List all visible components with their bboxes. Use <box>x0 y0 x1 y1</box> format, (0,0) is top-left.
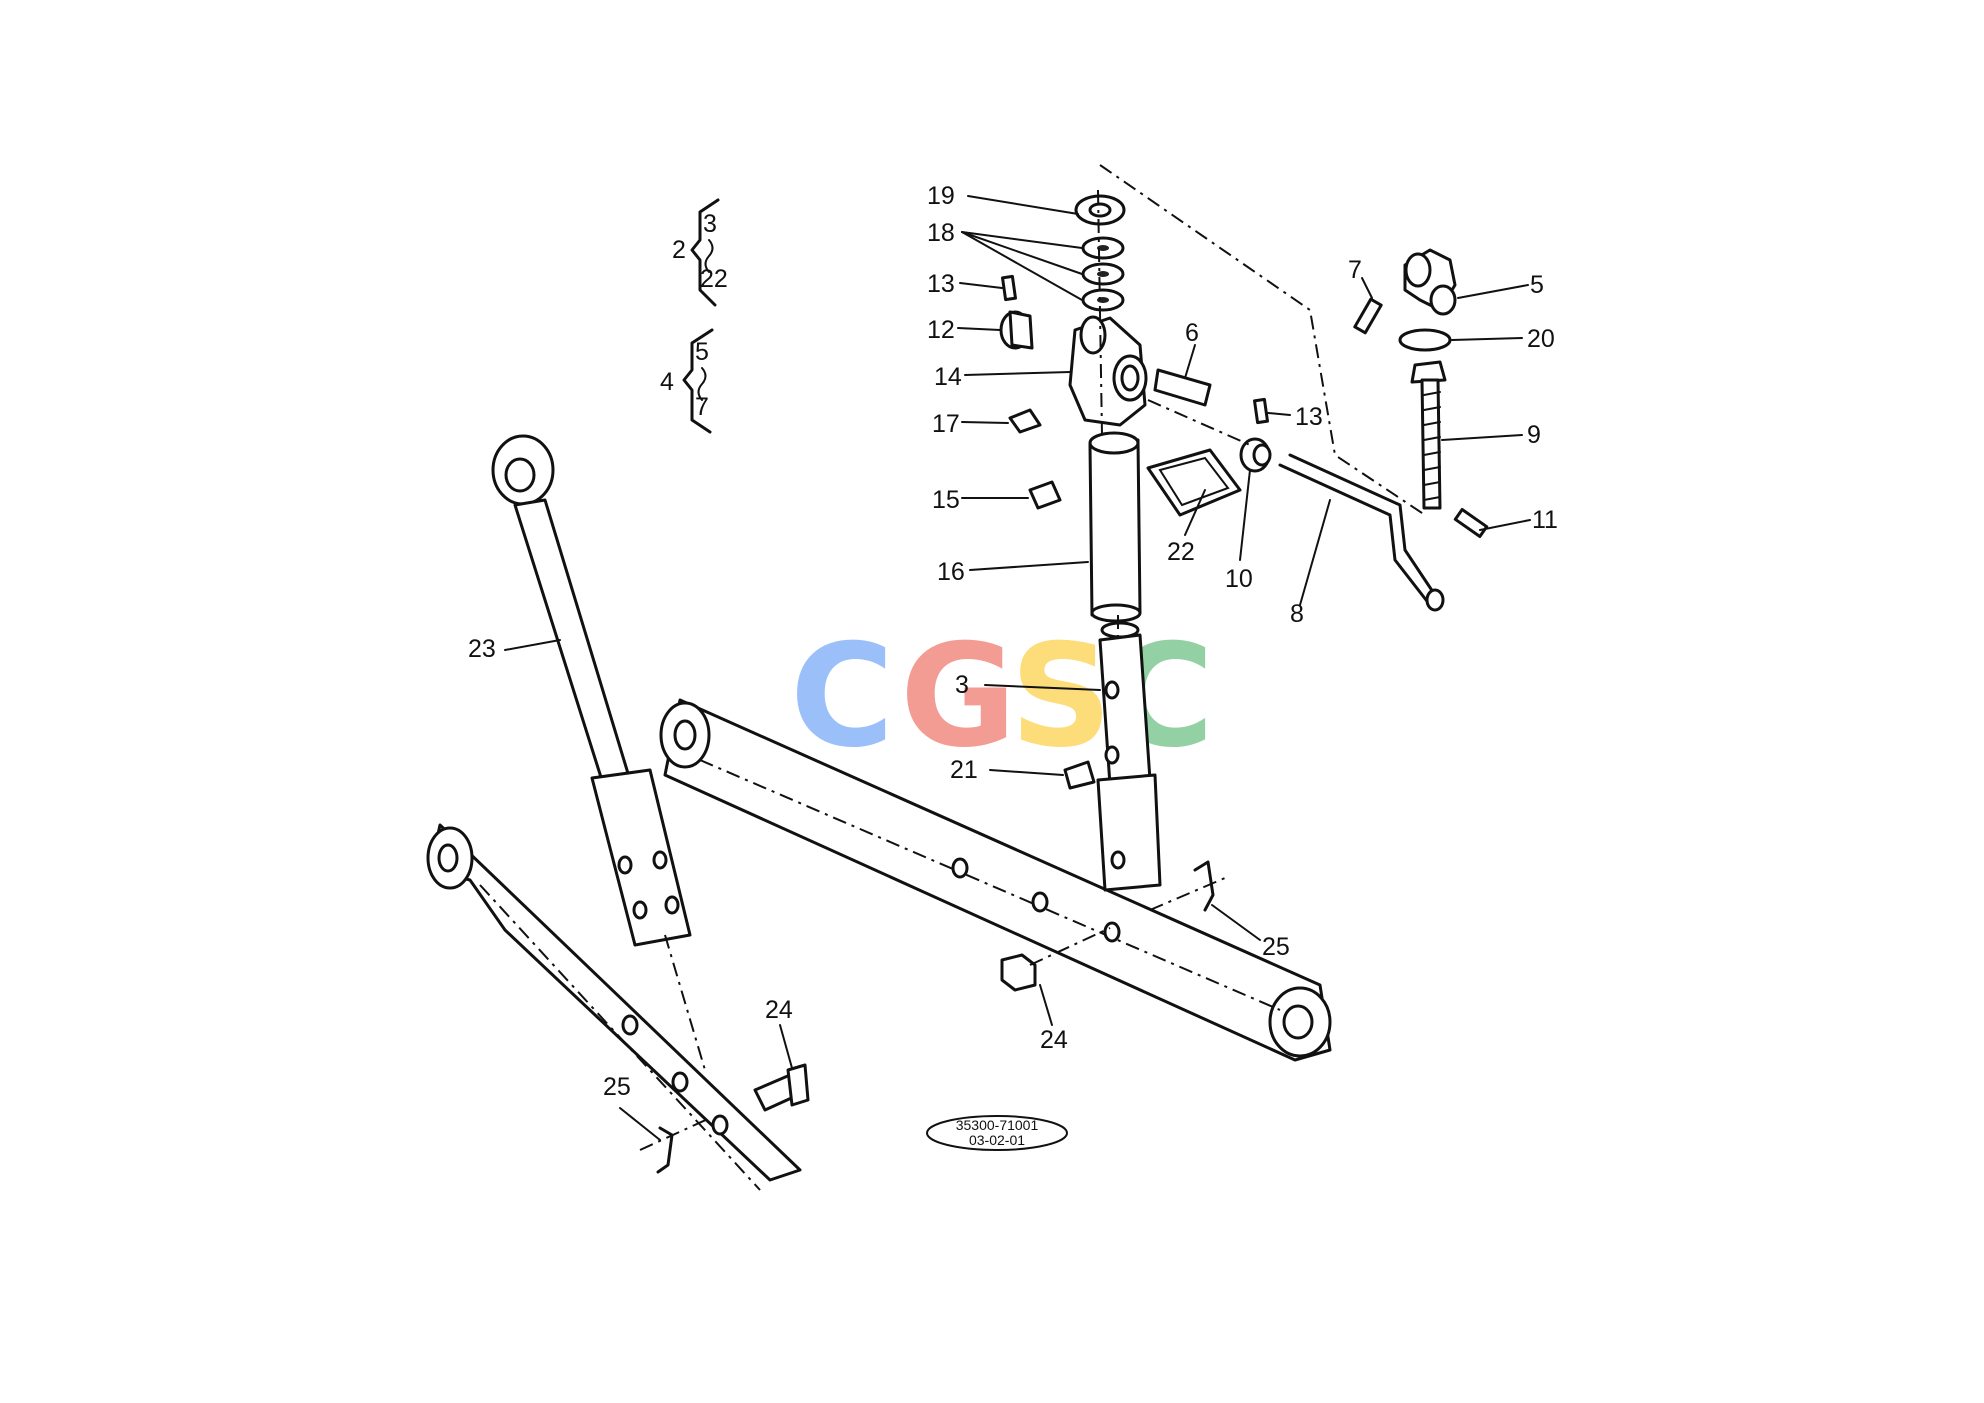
callout-6: 6 <box>1185 319 1199 347</box>
lever-assembly <box>1353 248 1489 539</box>
watermark: C G S C <box>790 614 1214 779</box>
assembly-2-from: 3 <box>703 210 717 238</box>
check-link-23 <box>491 434 706 1071</box>
callout-13-upper: 13 <box>927 270 955 298</box>
watermark-letter-2: G <box>900 614 1017 779</box>
callout-24-left: 24 <box>765 996 793 1024</box>
callout-15: 15 <box>932 486 960 514</box>
callout-14: 14 <box>934 363 962 391</box>
leader-lines <box>504 195 1531 1141</box>
callout-25-left: 25 <box>603 1073 631 1101</box>
callout-10: 10 <box>1225 565 1253 593</box>
callout-17: 17 <box>932 410 960 438</box>
callout-labels: 19 18 13 12 14 17 15 16 6 22 10 13 8 7 5… <box>468 182 1558 1101</box>
callout-24-center: 24 <box>1040 1026 1068 1054</box>
lower-link-left <box>426 823 802 1191</box>
callout-11: 11 <box>1532 506 1558 534</box>
callout-20: 20 <box>1527 325 1555 353</box>
callout-5: 5 <box>1530 271 1544 299</box>
assembly-2-id: 2 <box>672 236 686 264</box>
callout-18: 18 <box>927 219 955 247</box>
callout-23: 23 <box>468 635 496 663</box>
callout-19: 19 <box>927 182 955 210</box>
callout-22: 22 <box>1167 538 1195 566</box>
assembly-2-to: 22 <box>700 265 728 293</box>
callout-25-right: 25 <box>1262 933 1290 961</box>
reference-tag: 35300-71001 03-02-01 <box>926 1115 1068 1151</box>
assembly-4-id: 4 <box>660 368 674 396</box>
reference-line-1: 35300-71001 <box>956 1117 1039 1133</box>
callout-12: 12 <box>927 316 955 344</box>
watermark-letter-1: C <box>790 614 894 779</box>
callout-13-right: 13 <box>1295 403 1323 431</box>
watermark-letter-3: S <box>1010 614 1112 779</box>
assembly-bracket-2: 2 3 22 <box>672 198 728 307</box>
assembly-bracket-4: 4 5 7 <box>660 328 714 434</box>
lower-link-right <box>659 698 1332 1062</box>
callout-16: 16 <box>937 558 965 586</box>
callout-21: 21 <box>950 756 978 784</box>
callout-9: 9 <box>1527 421 1541 449</box>
pins-and-clips <box>639 860 1226 1174</box>
callout-7: 7 <box>1348 256 1362 284</box>
callout-3: 3 <box>955 671 969 699</box>
callout-8: 8 <box>1290 600 1304 628</box>
assembly-4-from: 5 <box>695 338 709 366</box>
assembly-4-to: 7 <box>695 393 709 421</box>
reference-line-2: 03-02-01 <box>969 1132 1025 1148</box>
lift-rod-assembly <box>999 164 1445 892</box>
